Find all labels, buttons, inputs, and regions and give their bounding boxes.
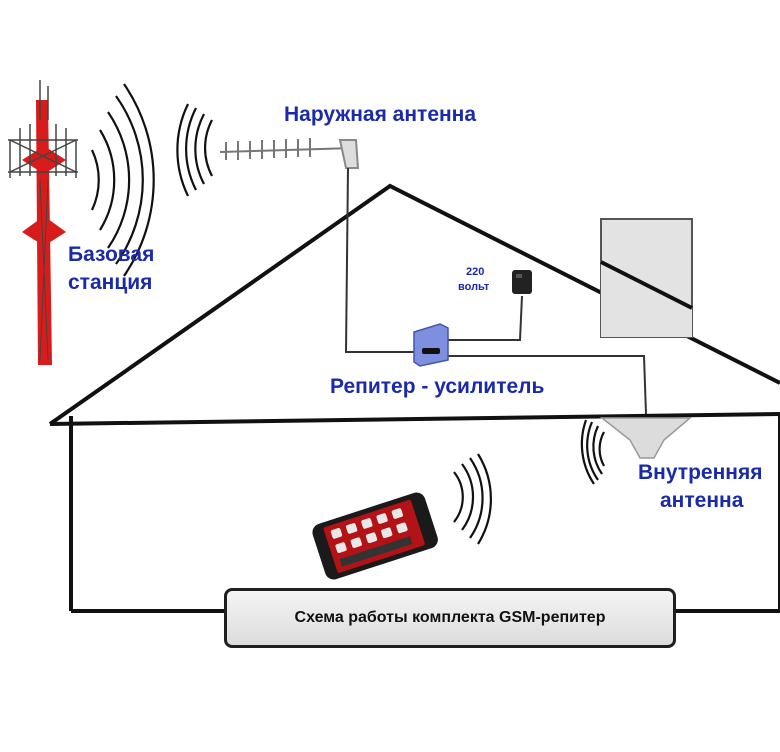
signal-waves-icon xyxy=(453,453,492,545)
ceiling-antenna-icon xyxy=(599,417,693,459)
indoor-antenna-label-line1: Внутренняя xyxy=(638,461,763,484)
outdoor-antenna-label: Наружная антенна xyxy=(284,103,477,126)
base-station-label-line2: станция xyxy=(68,271,153,294)
repeater-label: Репитер - усилитель xyxy=(330,375,545,398)
signal-waves-icon xyxy=(91,83,155,277)
cable xyxy=(344,167,647,415)
signal-waves-icon xyxy=(176,103,213,197)
ceiling-line xyxy=(49,412,780,426)
power-adapter-icon xyxy=(512,270,532,294)
smartphone-icon xyxy=(312,492,438,580)
caption-box: Схема работы комплекта GSM-репитер xyxy=(224,588,676,648)
yagi-antenna-icon xyxy=(219,138,360,169)
base-station-label-line1: Базовая xyxy=(68,243,155,266)
repeater-icon xyxy=(413,323,449,367)
signal-waves-icon xyxy=(580,419,605,485)
voltage-label-line2: вольт xyxy=(458,281,490,293)
indoor-antenna-label-line2: антенна xyxy=(660,489,744,512)
voltage-label-line1: 220 xyxy=(466,266,485,278)
cell-tower-icon xyxy=(8,80,78,365)
caption-text: Схема работы комплекта GSM-репитер xyxy=(294,609,606,626)
